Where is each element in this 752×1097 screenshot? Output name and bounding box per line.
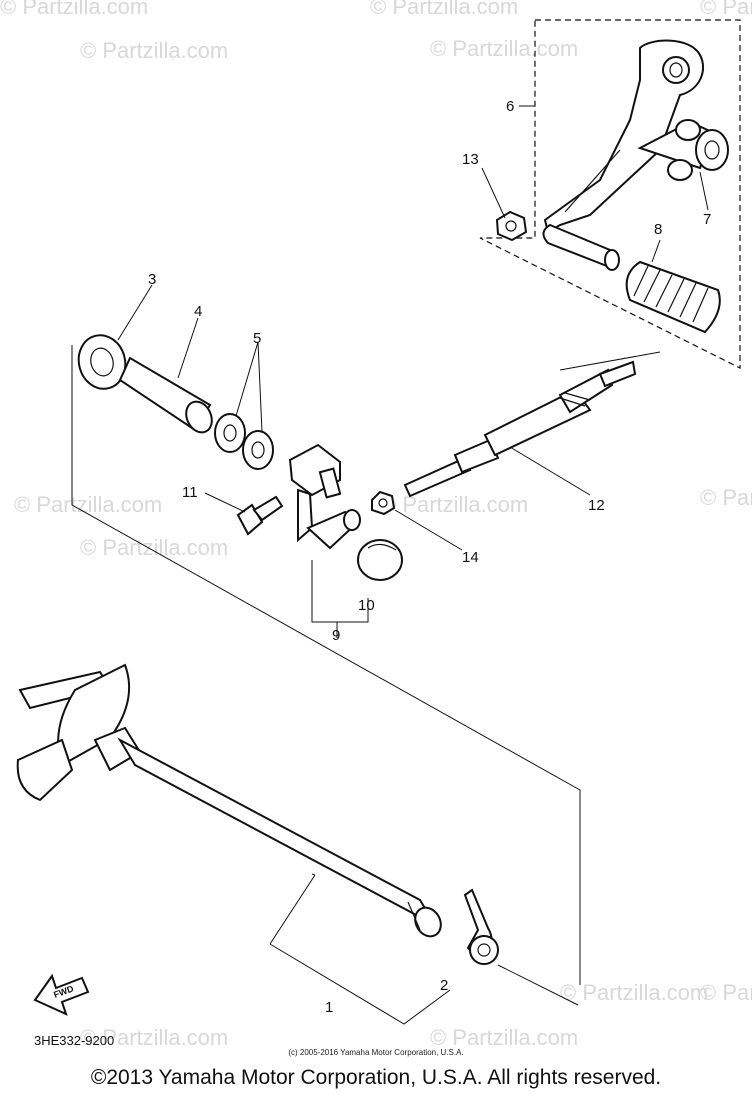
watermarks: © Partzilla.com © Partzilla.com © Partzi…	[0, 0, 752, 1050]
shift-shaft-part-1	[16, 663, 442, 938]
callout-11: 11	[182, 484, 198, 501]
shift-pedal	[542, 39, 705, 271]
group-box-pedal	[479, 19, 741, 369]
nut-part-14	[371, 490, 396, 516]
callout-10: 10	[358, 597, 375, 614]
bolt-part-11	[236, 495, 284, 536]
watermark: © Partzilla.com	[430, 36, 578, 61]
watermark: © Partzilla.com	[0, 0, 148, 19]
nut-part-13	[495, 210, 528, 242]
watermark: © Partzilla.com	[80, 1025, 228, 1050]
callout-13: 13	[462, 151, 479, 168]
watermark: © Partzilla.com	[700, 980, 752, 1005]
drawing-code: 3HE332-9200	[34, 1033, 115, 1048]
shift-arm-part-9	[288, 443, 361, 550]
watermark: © Partzilla.com	[80, 535, 228, 560]
callout-2: 2	[440, 977, 448, 994]
callout-7: 7	[703, 211, 711, 228]
callouts: 1 2 3 4 5 6 7 8 9 10 11 12 13 14	[148, 98, 711, 1016]
callout-3: 3	[148, 271, 156, 288]
foot-rubber-part-8	[625, 260, 721, 334]
main-copyright: ©2013 Yamaha Motor Corporation, U.S.A. A…	[90, 1066, 662, 1089]
watermark: © Partzilla.com	[14, 492, 162, 517]
small-copyright: (c) 2005-2016 Yamaha Motor Corporation, …	[288, 1048, 464, 1057]
watermark: © Partzilla.com	[380, 492, 528, 517]
callout-1: 1	[325, 999, 333, 1016]
watermark: © Partzilla.com	[370, 0, 518, 19]
joint-part-10	[357, 539, 403, 581]
callout-12: 12	[588, 497, 605, 514]
watermark: © Partzilla.com	[700, 0, 752, 19]
watermark: © Partzilla.com	[700, 485, 752, 510]
leader-lines	[71, 105, 709, 1025]
callout-9: 9	[332, 627, 340, 644]
watermark: © Partzilla.com	[80, 38, 228, 63]
callout-14: 14	[462, 549, 479, 566]
bearings-part-5	[214, 413, 274, 470]
joint-part-7	[637, 119, 729, 181]
callout-4: 4	[194, 303, 202, 320]
oil-seal-part-3	[77, 334, 127, 390]
watermark: © Partzilla.com	[560, 980, 708, 1005]
rod-part-12	[403, 360, 637, 498]
callout-6: 6	[506, 98, 514, 115]
callout-5: 5	[253, 330, 261, 347]
callout-8: 8	[654, 221, 662, 238]
collar-part-4	[118, 356, 213, 434]
watermark: © Partzilla.com	[430, 1025, 578, 1050]
spring-part-2	[463, 888, 499, 965]
forward-arrow: FWD	[33, 973, 90, 1016]
